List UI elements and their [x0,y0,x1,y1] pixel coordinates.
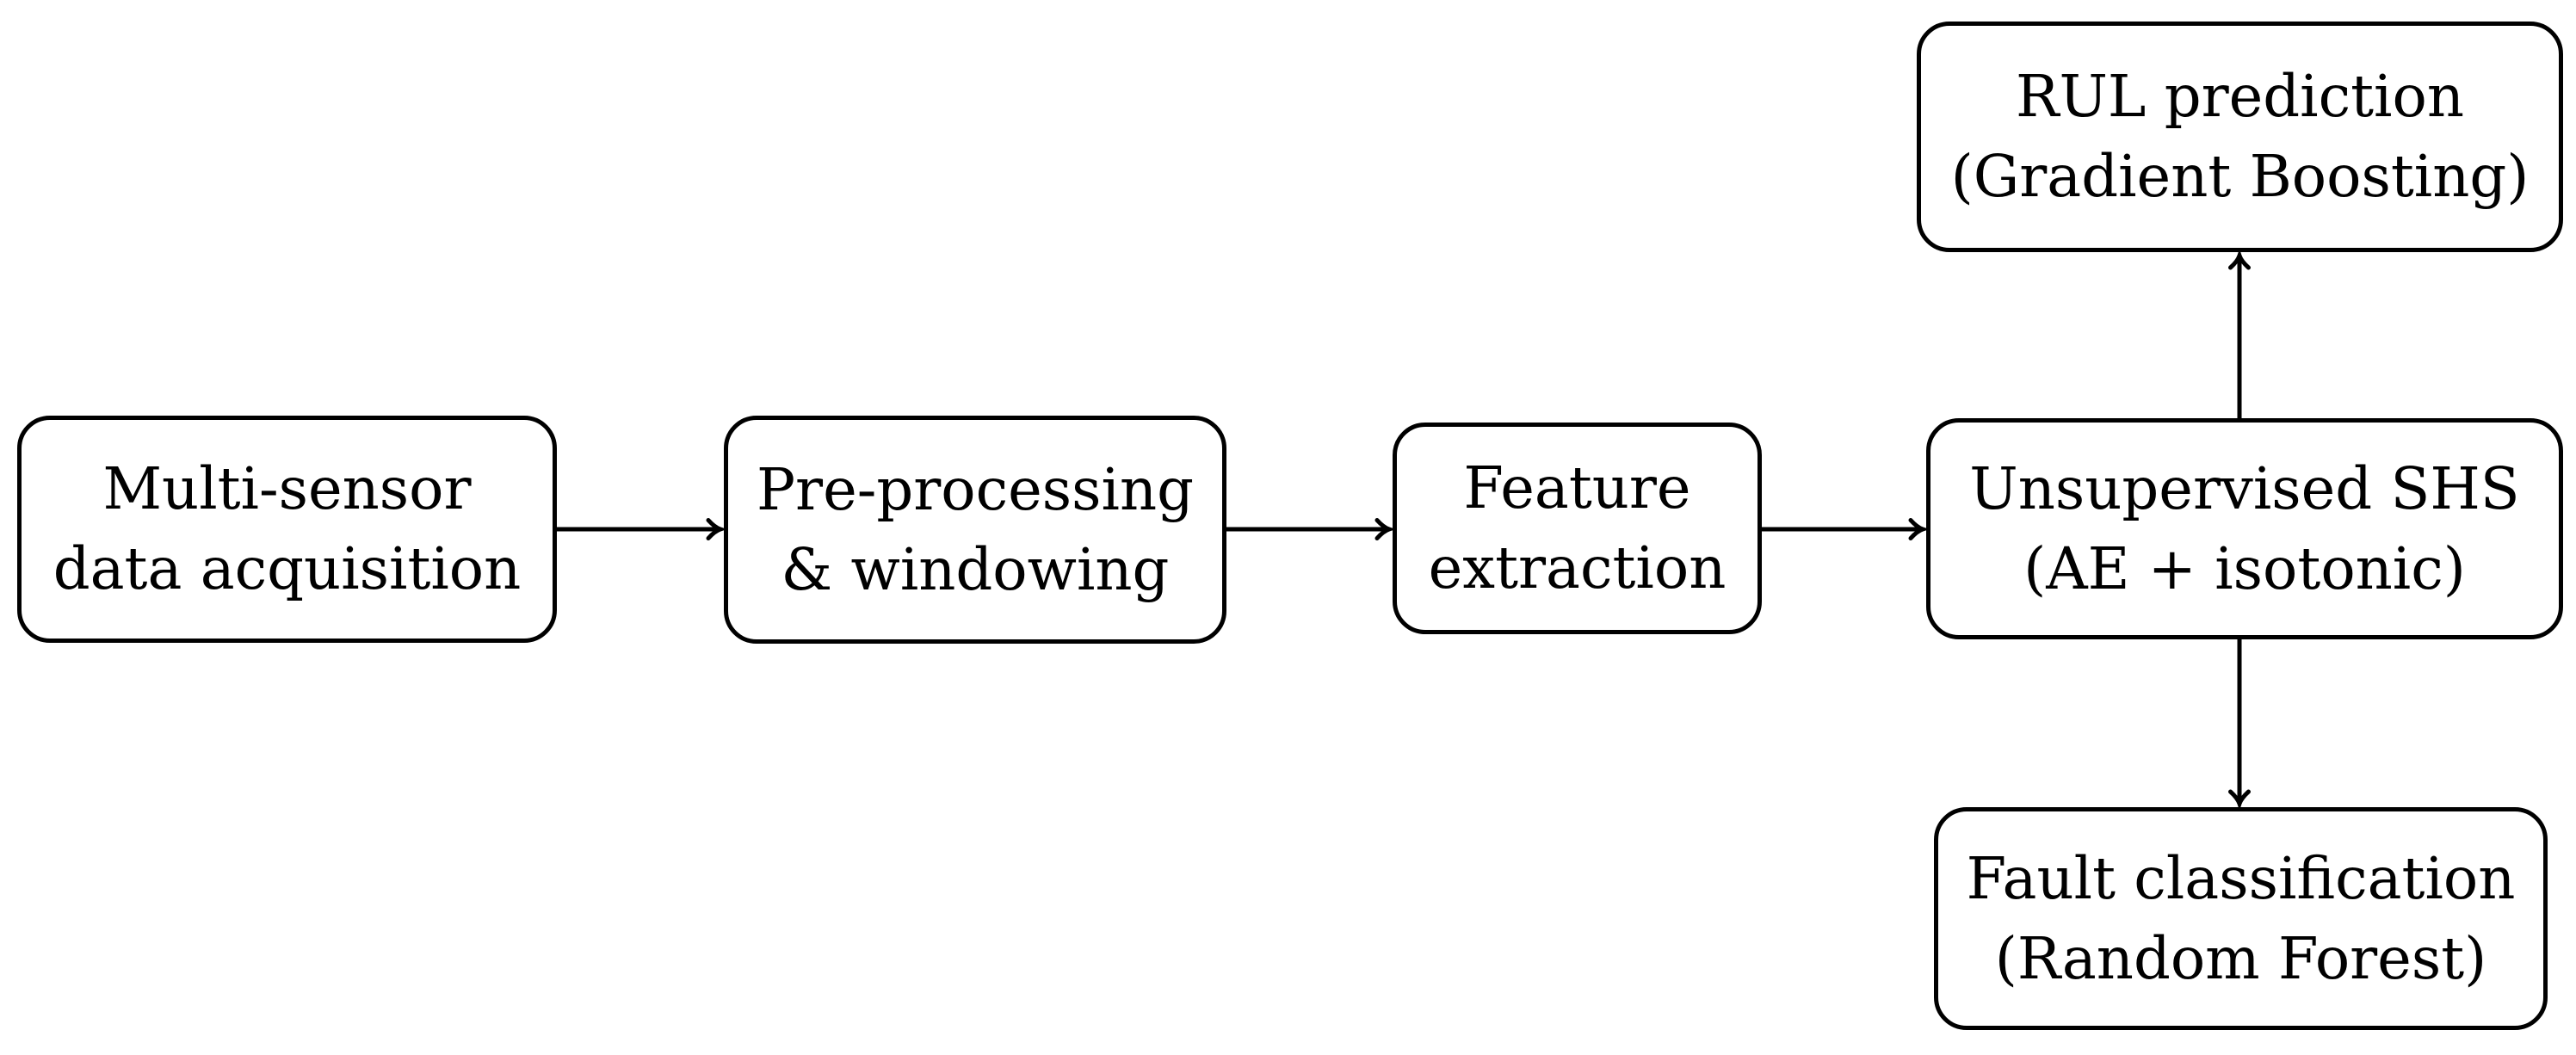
node-label-line: Pre-processing [756,455,1195,523]
node-label-line: (Gradient Boosting) [1950,143,2530,210]
node-label-line: & windowing [781,535,1170,603]
node-pre-processing-windowing: Pre-processing & windowing [724,416,1226,644]
node-label-line: (AE + isotonic) [2023,534,2466,602]
node-feature-extraction: Feature extraction [1393,423,1762,634]
node-label-line: Multi-sensor [102,455,472,522]
node-fault-classification: Fault classification (Random Forest) [1934,807,2548,1030]
node-unsupervised-shs: Unsupervised SHS (AE + isotonic) [1926,418,2563,639]
node-label-line: (Random Forest) [1994,924,2487,992]
node-label-line: Unsupervised SHS [1969,454,2520,522]
node-label-line: RUL prediction [2016,63,2464,130]
node-multi-sensor-data-acquisition: Multi-sensor data acquisition [17,416,557,643]
node-label-line: data acquisition [53,535,522,602]
node-rul-prediction: RUL prediction (Gradient Boosting) [1917,22,2563,252]
node-label-line: extraction [1428,534,1727,602]
node-label-line: Feature [1463,454,1691,521]
node-label-line: Fault classification [1966,844,2516,912]
